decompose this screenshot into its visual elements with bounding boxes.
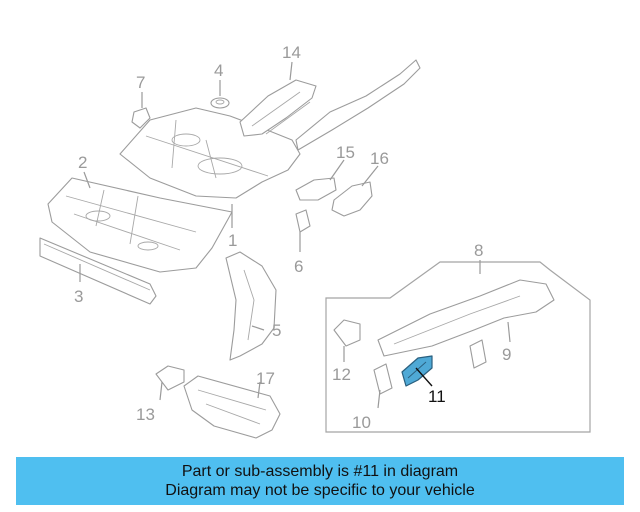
callout-7: 7 xyxy=(136,73,145,92)
callout-14: 14 xyxy=(282,43,301,62)
callout-11-highlighted: 11 xyxy=(428,387,446,406)
callout-8: 8 xyxy=(474,241,483,260)
part-7-bracket[interactable] xyxy=(131,107,151,129)
callout-4: 4 xyxy=(214,61,223,80)
callout-16: 16 xyxy=(370,149,389,168)
part-8-inset-box xyxy=(325,261,591,433)
part-15-bracket[interactable] xyxy=(295,177,337,201)
part-14-side-member[interactable] xyxy=(239,59,421,151)
inset-small-bracket[interactable] xyxy=(469,339,487,369)
part-5-wheelhouse[interactable] xyxy=(225,251,277,361)
leader-lines xyxy=(79,61,511,409)
callout-6: 6 xyxy=(294,257,303,276)
banner-line-part-info: Part or sub-assembly is #11 in diagram xyxy=(181,463,459,480)
part-16-bracket[interactable] xyxy=(331,181,373,217)
callout-17: 17 xyxy=(256,369,275,388)
part-12-bracket[interactable] xyxy=(333,319,361,347)
callout-5: 5 xyxy=(272,321,281,340)
callout-10: 10 xyxy=(352,413,371,432)
callout-3: 3 xyxy=(74,287,83,306)
callout-13: 13 xyxy=(136,405,155,424)
part-17-rear-crossmember[interactable] xyxy=(183,375,281,439)
callout-2: 2 xyxy=(78,153,87,172)
part-9-frame-rail[interactable] xyxy=(377,279,555,357)
banner-line-disclaimer: Diagram may not be specific to your vehi… xyxy=(165,482,475,499)
callout-15: 15 xyxy=(336,143,355,162)
info-banner: Part or sub-assembly is #11 in diagram D… xyxy=(16,457,624,505)
callout-9: 9 xyxy=(502,345,511,364)
callout-12: 12 xyxy=(332,365,351,384)
part-2-floor-pan[interactable] xyxy=(47,177,233,273)
part-6-clip[interactable] xyxy=(295,209,311,233)
callout-1: 1 xyxy=(228,231,237,250)
part-13-bracket[interactable] xyxy=(155,365,185,391)
part-10-plate[interactable] xyxy=(373,363,393,395)
part-4-grommet[interactable] xyxy=(210,97,230,109)
part-3-crossmember[interactable] xyxy=(39,237,157,305)
